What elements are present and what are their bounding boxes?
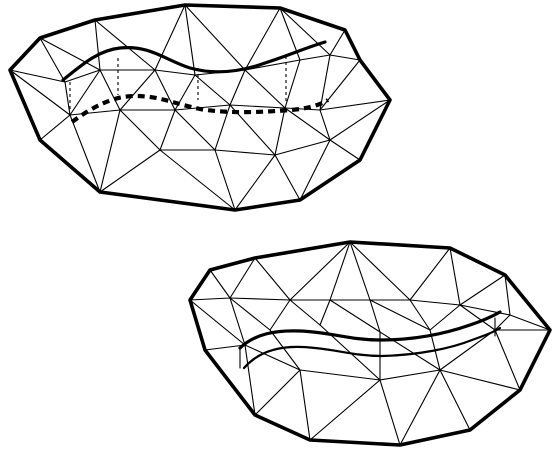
upper-curve-hidden	[72, 96, 328, 122]
upper-mesh	[10, 5, 390, 210]
lower-mesh	[190, 242, 550, 445]
